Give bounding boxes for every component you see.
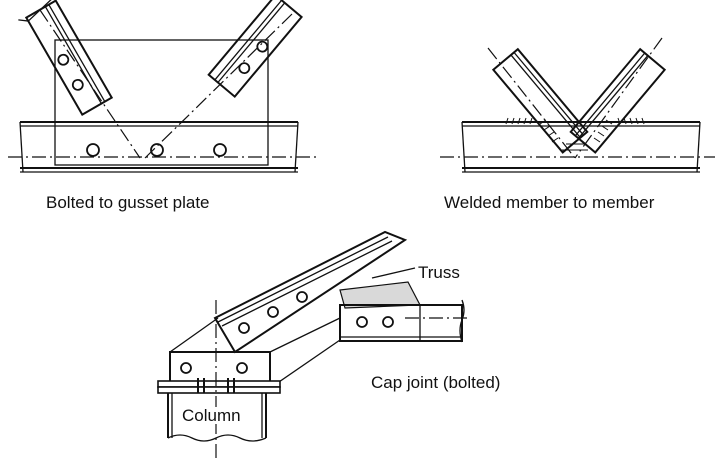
left-diagonal-centerline xyxy=(39,9,141,159)
welded-caption: Welded member to member xyxy=(444,193,655,212)
bottom-chord xyxy=(19,121,299,173)
welded-right-diagonal xyxy=(569,47,667,154)
leader-line xyxy=(269,317,341,353)
leader-line xyxy=(275,339,341,385)
right-diagonal-member xyxy=(207,0,303,99)
welded-detail xyxy=(440,37,715,173)
bolted-caption: Bolted to gusset plate xyxy=(46,193,210,212)
leader-line xyxy=(169,317,219,353)
welded-left-diagonal xyxy=(491,47,589,154)
column-label: Column xyxy=(180,406,243,425)
left-diagonal-member xyxy=(18,0,114,116)
bolt xyxy=(86,143,100,157)
weld-hatching xyxy=(505,117,645,151)
welded-right-centerline xyxy=(574,37,663,159)
welded-chord xyxy=(461,121,701,173)
truss-leader xyxy=(371,267,416,279)
cap-joint-detail xyxy=(157,230,470,462)
bolt xyxy=(213,143,227,157)
right-diagonal-centerline xyxy=(144,13,293,159)
gusset-plate xyxy=(54,39,269,166)
cap-joint-caption: Cap joint (bolted) xyxy=(371,373,501,392)
inclined-top-chord xyxy=(213,230,408,354)
truss-label: Truss xyxy=(418,263,460,282)
horizontal-strut xyxy=(339,299,465,343)
cap-plate xyxy=(157,351,281,394)
bolted-gusset-detail xyxy=(8,0,318,173)
bolt xyxy=(150,143,164,157)
